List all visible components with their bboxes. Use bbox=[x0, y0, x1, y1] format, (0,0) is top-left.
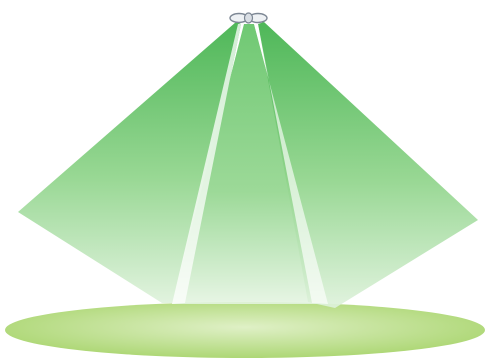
sensor-core bbox=[245, 13, 253, 23]
floor-coverage-area bbox=[5, 302, 485, 358]
ceiling-sensor-icon bbox=[230, 13, 267, 23]
